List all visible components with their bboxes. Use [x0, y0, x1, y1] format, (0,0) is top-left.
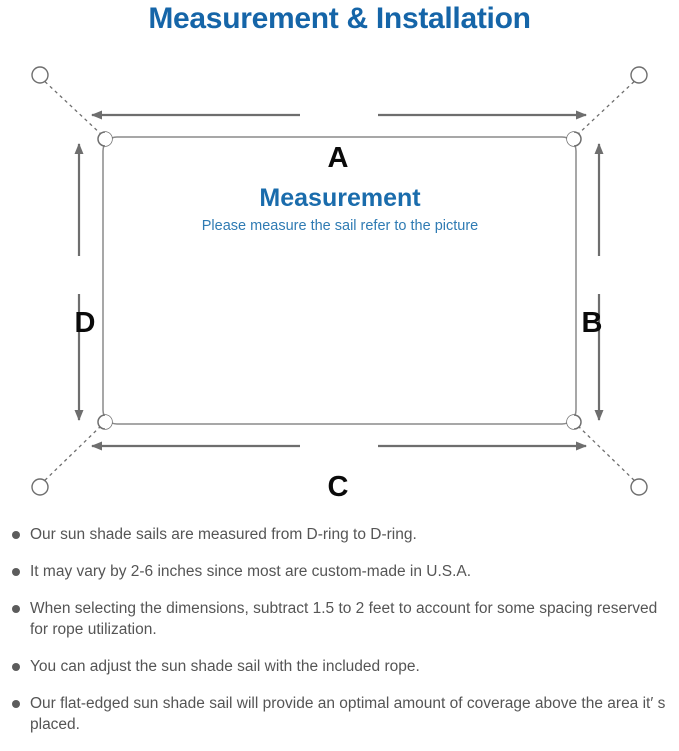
- rope-line-bottom-right: [575, 423, 640, 486]
- notes-list: Our sun shade sails are measured from D-…: [0, 524, 679, 751]
- anchor-point-top-right: [630, 66, 648, 84]
- note-text: Our flat-edged sun shade sail will provi…: [30, 695, 666, 733]
- dimension-label-a: A: [327, 142, 349, 174]
- list-item: When selecting the dimensions, subtract …: [0, 598, 679, 640]
- bullet-icon: [12, 700, 20, 708]
- shade-sail-body: [102, 136, 577, 425]
- list-item: It may vary by 2-6 inches since most are…: [0, 561, 679, 582]
- list-item: Our flat-edged sun shade sail will provi…: [0, 693, 679, 735]
- rope-line-top-left: [39, 76, 104, 137]
- list-item: Our sun shade sails are measured from D-…: [0, 524, 679, 545]
- d-ring-wedge-bottom-left: [105, 415, 112, 429]
- rope-line-bottom-left: [39, 423, 104, 486]
- bullet-icon: [12, 531, 20, 539]
- measurement-diagram: Measurement Please measure the sail refe…: [0, 48, 679, 518]
- bullet-icon: [12, 605, 20, 613]
- note-text: You can adjust the sun shade sail with t…: [30, 658, 420, 675]
- d-ring-wedge-top-right: [567, 132, 574, 146]
- dimension-label-d: D: [74, 307, 96, 339]
- list-item: You can adjust the sun shade sail with t…: [0, 656, 679, 677]
- d-ring-wedge-top-left: [105, 132, 112, 146]
- rope-lines: [39, 76, 640, 486]
- bullet-icon: [12, 663, 20, 671]
- anchor-point-top-left: [31, 66, 49, 84]
- bullet-icon: [12, 568, 20, 576]
- note-text: It may vary by 2-6 inches since most are…: [30, 563, 472, 580]
- anchor-point-bottom-right: [630, 478, 648, 496]
- anchor-points: [31, 66, 648, 496]
- page-title: Measurement & Installation: [148, 2, 531, 35]
- d-ring-wedge-bottom-right: [567, 415, 574, 429]
- anchor-point-bottom-left: [31, 478, 49, 496]
- note-text: When selecting the dimensions, subtract …: [30, 600, 658, 638]
- dimension-label-b: B: [581, 307, 603, 339]
- diagram-svg: [31, 66, 648, 496]
- dimension-arrows: [74, 110, 604, 451]
- rope-line-top-right: [575, 76, 640, 137]
- d-ring-wedges: [105, 132, 574, 429]
- note-text: Our sun shade sails are measured from D-…: [30, 526, 417, 543]
- dimension-label-c: C: [327, 471, 349, 503]
